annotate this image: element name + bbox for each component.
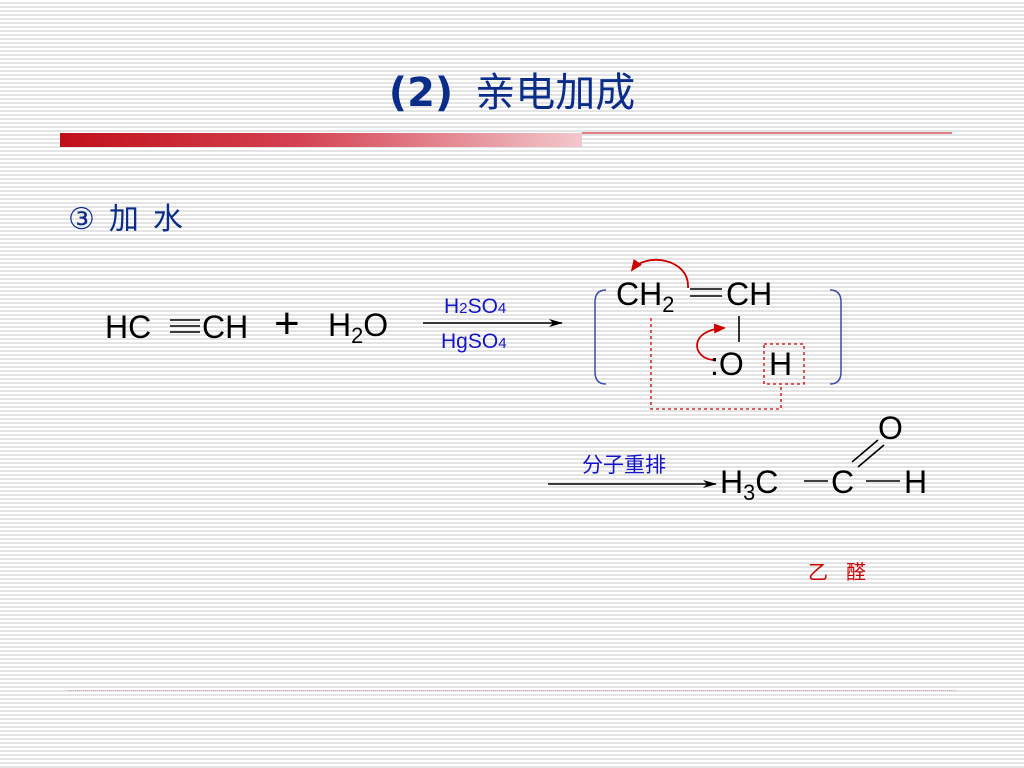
product-carbonyl-carbon: C: [831, 464, 855, 500]
product-name-part2: 醛: [846, 560, 866, 584]
intermediate-ch2-sub: 2: [662, 291, 675, 317]
product-h3c-c: C: [755, 464, 779, 500]
reactant-acetylene-right: CH: [202, 309, 249, 345]
reagent-top-b: SO: [467, 295, 498, 318]
footer-divider: [68, 690, 956, 692]
product-name: 乙醛: [808, 556, 866, 585]
reactant-acetylene-left: HC: [105, 309, 152, 345]
reagent-sulfuric-acid: H2SO4: [444, 295, 506, 319]
product-h3c-h: H: [720, 464, 744, 500]
product-oxygen: O: [878, 410, 903, 446]
reagent-top-b-sub: 4: [497, 300, 507, 317]
product-name-part1: 乙: [808, 560, 828, 584]
intermediate-ch: CH: [726, 276, 773, 312]
hydrogen-highlight-box: [763, 343, 805, 385]
reactant-water: H2O: [328, 307, 389, 348]
water-o: O: [363, 307, 389, 343]
title-underline-bar: [60, 133, 582, 147]
intermediate-ch2-main: CH: [616, 276, 663, 312]
page-title: (2) 亲电加成: [0, 60, 1024, 118]
curved-arrow-upper: [630, 258, 689, 289]
title-text: 亲电加成: [475, 70, 636, 116]
reagent-bottom-a-sub: 4: [498, 335, 507, 352]
water-h: H: [328, 307, 352, 343]
title-number: (2): [388, 70, 454, 116]
reagent-top-a-sub: 2: [459, 300, 468, 317]
double-bond-cc: [690, 288, 722, 297]
product-h3c: H3C: [720, 464, 779, 505]
title-underline-line: [582, 132, 952, 134]
reagent-mercury-sulfate: HgSO4: [441, 330, 507, 354]
plus-sign: +: [274, 299, 300, 348]
left-bracket: [594, 289, 607, 385]
heading-word-water: 水: [152, 202, 183, 237]
rearrangement-label: 分子重排: [582, 453, 666, 477]
intermediate-oxygen: :O: [710, 346, 744, 382]
curved-arrow-lower: [696, 323, 726, 361]
product-h3c-sub: 3: [743, 479, 756, 505]
proton-transfer-dashed-path: [650, 318, 782, 410]
right-bracket: [829, 289, 842, 385]
water-h-subscript: 2: [351, 322, 364, 348]
intermediate-ch2: CH2: [616, 276, 674, 317]
reagent-bottom-a: HgSO: [441, 330, 499, 353]
circled-number-3: ③: [68, 202, 95, 237]
heading-word-add: 加: [108, 202, 139, 237]
intermediate-hydrogen: H: [769, 346, 793, 382]
product-hydrogen: H: [904, 464, 928, 500]
reagent-top-a: H: [444, 295, 460, 318]
triple-bond: [170, 319, 200, 333]
double-bond-co: [851, 439, 885, 468]
